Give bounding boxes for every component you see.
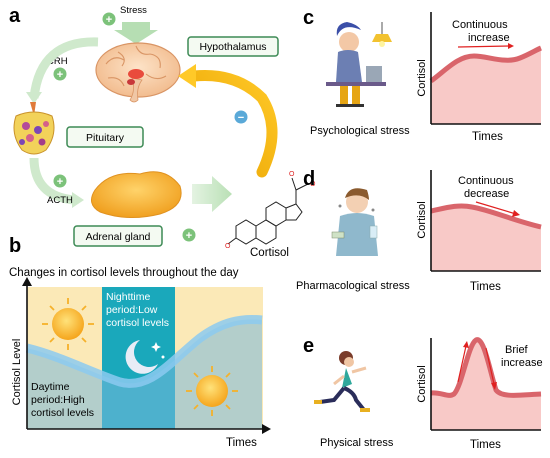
panel-d-ylabel: Cortisol	[416, 201, 428, 238]
acth-plus-symbol: +	[57, 176, 63, 188]
sun-icon-right	[186, 366, 238, 416]
feedback-arrow-head	[178, 64, 196, 88]
physical-stress-runner-icon	[314, 351, 370, 412]
crh-arrow-head	[26, 92, 42, 104]
molecule-oxygen-2: O	[310, 181, 316, 188]
panel-a-letter: a	[9, 5, 21, 27]
panel-b: b Changes in cortisol levels throughout …	[9, 235, 271, 449]
panel-c-trend-arrow-head	[508, 43, 514, 49]
panel-e-fall-arrow	[485, 347, 495, 385]
day-label-line1: Daytime	[31, 381, 70, 393]
stress-label: Stress	[120, 5, 147, 16]
stress-plus-icon: +	[102, 12, 116, 26]
panel-e-area	[431, 339, 541, 430]
panel-c-annotation-line1: Continuous	[452, 19, 508, 31]
acth-plus-icon: +	[53, 174, 67, 188]
hypothalamus-box	[187, 36, 279, 57]
hypothalamus-label: Hypothalamus	[199, 41, 266, 53]
panel-e-fall-arrow-head	[491, 382, 497, 390]
stress-arrow	[114, 22, 158, 44]
panel-d-area	[431, 205, 541, 271]
panel-d-letter: d	[303, 168, 315, 190]
acth-label: ACTH	[47, 195, 73, 206]
cortisol-molecule-icon	[227, 177, 309, 245]
adrenal-box	[73, 225, 163, 247]
stress-plus-symbol: +	[106, 14, 112, 26]
panel-c-trend-arrow	[457, 45, 511, 48]
panel-e-curve	[430, 337, 542, 398]
feedback-minus-icon: −	[234, 110, 248, 124]
crh-arrow	[29, 37, 99, 99]
feedback-arrow	[188, 69, 278, 178]
panel-c-annotation-line2: increase	[468, 32, 510, 44]
night-label-line2: period:Low	[106, 304, 158, 316]
panel-c-ylabel: Cortisol	[416, 59, 428, 96]
panel-e-ylabel: Cortisol	[416, 365, 428, 402]
cortisol-curve	[25, 315, 263, 388]
panel-e-annotation-line2: increase	[501, 357, 543, 369]
feedback-minus-symbol: −	[238, 112, 244, 124]
panel-e: e Physical stress Brief increase Cortiso…	[303, 335, 543, 451]
cortisol-plus-icon: +	[182, 228, 196, 242]
panel-e-xlabel: Times	[470, 439, 501, 451]
panel-d-caption: Pharmacological stress	[296, 280, 410, 292]
molecule-oxygen-1: O	[225, 243, 231, 250]
panel-c-curve	[429, 45, 542, 84]
pharma-stress-person-icon	[331, 188, 378, 256]
panel-a: a Stress + CRH +	[9, 5, 316, 259]
panel-d-xlabel: Times	[470, 281, 501, 293]
panel-d-annotation-line2: decrease	[464, 188, 509, 200]
psych-stress-person-icon	[326, 22, 392, 107]
cortisol-plus-symbol: +	[186, 230, 192, 242]
panel-d-trend-arrow	[475, 201, 517, 215]
panel-e-caption: Physical stress	[320, 437, 394, 449]
panel-b-x-arrow	[262, 424, 271, 434]
adrenal-label: Adrenal gland	[86, 231, 151, 243]
panel-e-letter: e	[303, 335, 314, 357]
panel-d-curve	[430, 203, 542, 230]
panel-c-letter: c	[303, 7, 314, 29]
panel-b-letter: b	[9, 235, 21, 257]
panel-d-annotation-line1: Continuous	[458, 175, 514, 187]
brain-icon	[95, 42, 181, 103]
panel-b-ylabel: Cortisol Level	[11, 339, 23, 406]
crh-plus-icon: +	[53, 67, 67, 81]
panel-c-caption: Psychological stress	[310, 125, 410, 137]
moon-icon	[125, 340, 165, 374]
panel-b-xlabel: Times	[226, 437, 257, 449]
adrenal-gland-icon	[90, 171, 182, 218]
crh-label: CRH	[47, 56, 68, 67]
panel-c-area	[431, 48, 541, 124]
panel-b-y-arrow	[22, 277, 32, 286]
cortisol-label: Cortisol	[250, 247, 289, 259]
cortisol-arrow	[192, 176, 232, 212]
night-label-line3: cortisol levels	[106, 317, 169, 329]
panel-b-title: Changes in cortisol levels throughout th…	[9, 267, 239, 279]
panel-e-annotation-line1: Brief	[505, 344, 529, 356]
molecule-oxygen-3: O	[289, 171, 295, 178]
day-label-line2: period:High	[31, 394, 85, 406]
acth-arrow	[29, 157, 75, 205]
night-label-line1: Nighttime	[106, 291, 151, 303]
day-label-line3: cortisol levels	[31, 407, 94, 419]
pituitary-icon	[13, 102, 55, 155]
sun-icon-left	[42, 298, 94, 350]
pituitary-label: Pituitary	[86, 132, 125, 144]
panel-c-xlabel: Times	[472, 131, 503, 143]
panel-d-trend-arrow-head	[512, 210, 520, 217]
pituitary-box	[66, 126, 144, 148]
panel-d: d Pharmacological stress Continuous decr…	[296, 168, 542, 293]
panel-e-rise-arrow-head	[463, 341, 469, 348]
panel-e-rise-arrow	[457, 345, 467, 383]
panel-c: c Psychological stress Continuous increa…	[303, 7, 542, 143]
acth-arrow-head	[72, 192, 84, 208]
crh-plus-symbol: +	[57, 69, 63, 81]
